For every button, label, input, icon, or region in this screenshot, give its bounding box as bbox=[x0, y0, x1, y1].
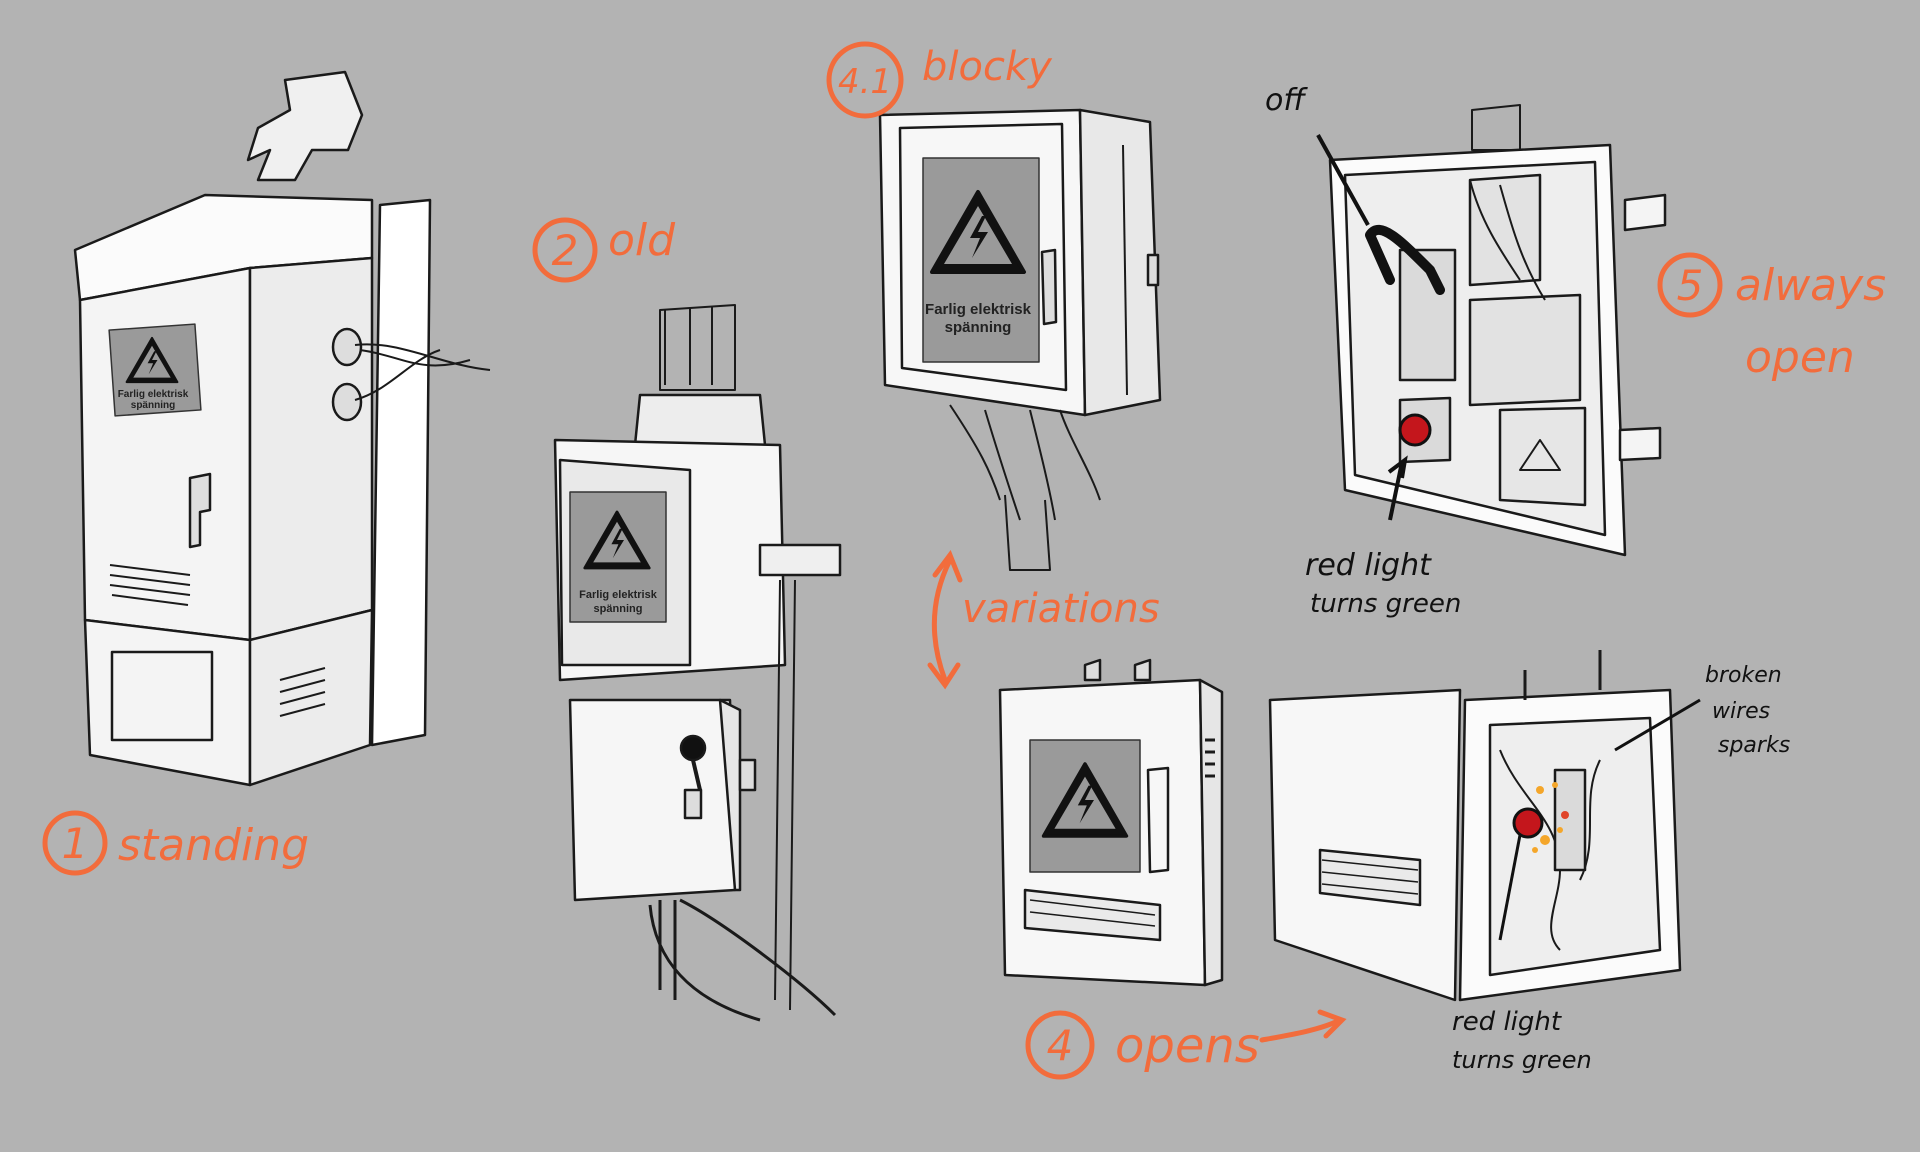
variations-arrow bbox=[927, 549, 963, 690]
sketch-standing-cabinet bbox=[73, 70, 491, 787]
label-always: always bbox=[1735, 260, 1886, 311]
annotation-off: off bbox=[1265, 83, 1308, 118]
annotation-redlight-2a: red light bbox=[1452, 1007, 1562, 1037]
annotation-sparks: sparks bbox=[1718, 733, 1790, 758]
sketch-always-open-cabinet bbox=[1328, 104, 1667, 557]
sketch-opens-open-cabinet bbox=[1268, 650, 1682, 1002]
annotation-redlight-2b: turns green bbox=[1452, 1046, 1592, 1074]
sparks-icon bbox=[1532, 782, 1569, 853]
number-4: 4 bbox=[1047, 1021, 1074, 1070]
red-light-icon-2 bbox=[1512, 807, 1544, 839]
label-old: old bbox=[608, 215, 676, 266]
opens-arrow bbox=[1259, 1009, 1347, 1043]
label-variations: variations bbox=[962, 586, 1160, 632]
label-opens: opens bbox=[1115, 1018, 1260, 1074]
label-blocky: blocky bbox=[922, 44, 1053, 90]
annotation-broken: broken bbox=[1705, 663, 1782, 688]
sign-text-2-line1: Farlig elektrisk bbox=[579, 589, 658, 601]
red-light-icon bbox=[1398, 413, 1432, 447]
sign-text-1-line2: spänning bbox=[131, 400, 175, 411]
annotation-wires: wires bbox=[1712, 699, 1770, 724]
sketch-blocky-cabinet bbox=[878, 108, 1162, 571]
number-2: 2 bbox=[552, 226, 579, 275]
sign-text-1-line1: Farlig elektrisk bbox=[118, 389, 189, 400]
annotation-redlight-1a: red light bbox=[1305, 548, 1432, 583]
label-standing: standing bbox=[118, 820, 309, 871]
sketch-old-cabinet bbox=[553, 304, 842, 1022]
number-circles bbox=[42, 41, 1723, 1080]
label-open: open bbox=[1745, 332, 1855, 383]
sign-text-41-line2: spänning bbox=[945, 319, 1012, 336]
number-1: 1 bbox=[62, 819, 89, 868]
number-5: 5 bbox=[1677, 261, 1704, 310]
annotation-redlight-1b: turns green bbox=[1310, 589, 1461, 619]
sign-text-2-line2: spänning bbox=[594, 603, 643, 615]
sign-text-41-line1: Farlig elektrisk bbox=[925, 301, 1032, 318]
number-41: 4.1 bbox=[838, 62, 892, 102]
